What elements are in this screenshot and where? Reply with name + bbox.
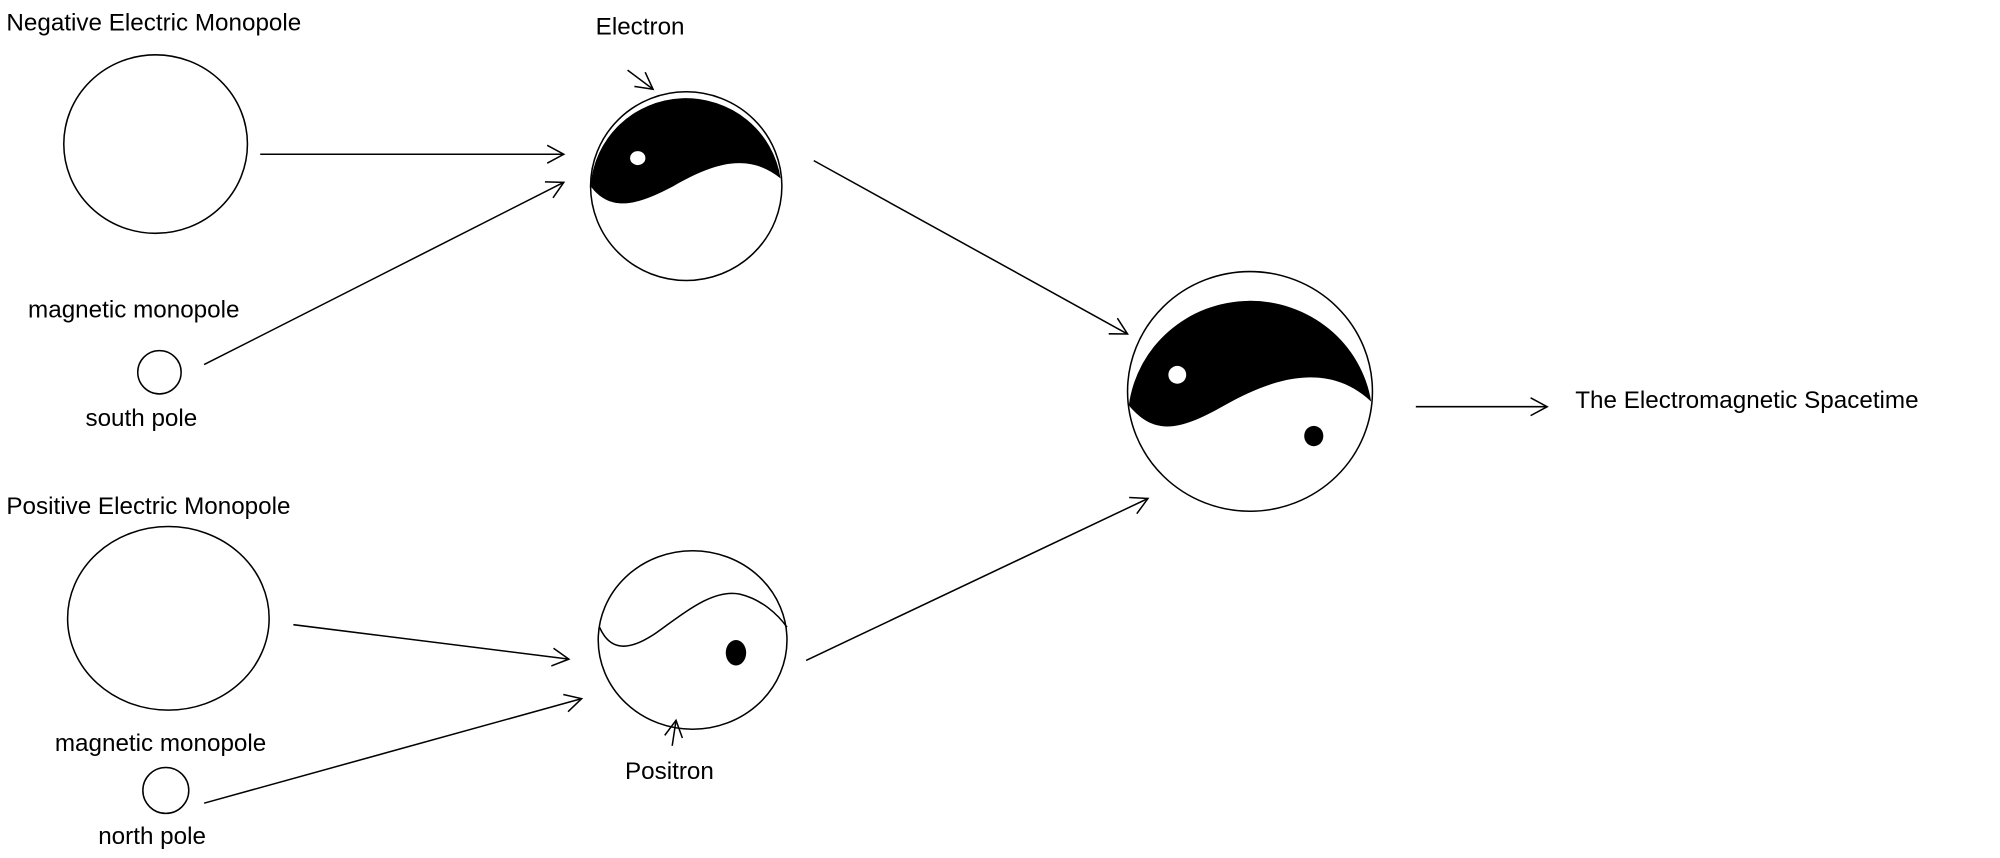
- magnetic-monopole-label-1: magnetic monopole: [28, 296, 239, 323]
- electron-yin-yang: [589, 91, 783, 282]
- arrow-electron-to-spacetime: [813, 159, 1129, 335]
- south-pole-circle: [136, 349, 182, 395]
- north-pole-label: north pole: [98, 823, 206, 850]
- result-label: The Electromagnetic Spacetime: [1575, 387, 1918, 414]
- north-pole-circle: [142, 766, 190, 815]
- arrow-positron-to-spacetime: [805, 496, 1150, 662]
- positive-electric-monopole-circle: [66, 525, 270, 711]
- positron-yin-yang: [597, 549, 788, 731]
- spacetime-yin-yang: [1126, 270, 1374, 512]
- positron-pointer-arrow: [664, 718, 684, 746]
- magnetic-monopole-label-2: magnetic monopole: [55, 730, 266, 757]
- positron-label: Positron: [625, 758, 714, 785]
- arrow-south-pole-to-electron: [203, 181, 566, 366]
- electron-pointer-arrow: [627, 69, 655, 91]
- arrow-positive-to-positron: [293, 623, 571, 667]
- arrow-north-pole-to-positron: [203, 693, 584, 804]
- negative-electric-monopole-circle: [63, 54, 249, 235]
- south-pole-label: south pole: [85, 405, 197, 432]
- negative-electric-monopole-label: Negative Electric Monopole: [6, 10, 301, 37]
- positive-electric-monopole-label: Positive Electric Monopole: [6, 493, 290, 520]
- electron-label: Electron: [596, 13, 685, 40]
